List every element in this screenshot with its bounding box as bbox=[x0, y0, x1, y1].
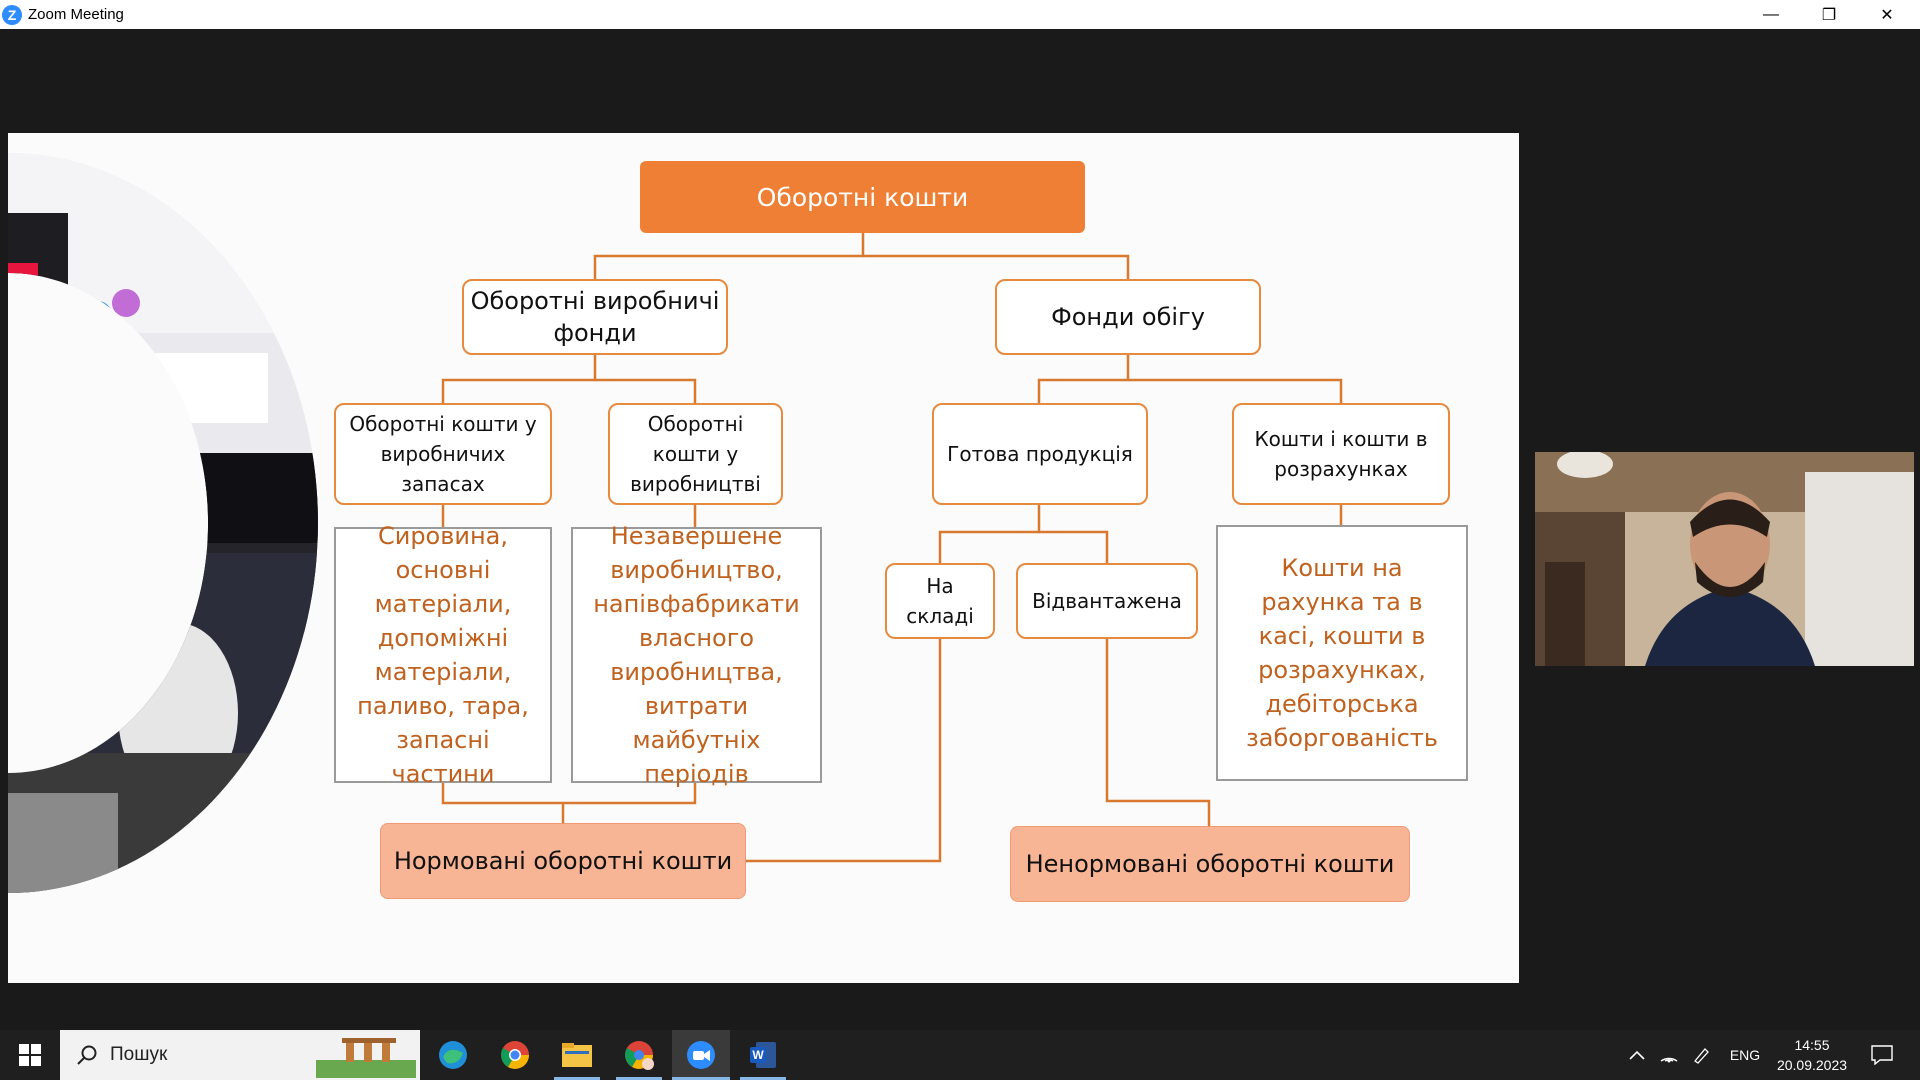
shared-slide: Оборотні кошти Оборотні виробничі фонди … bbox=[8, 133, 1519, 983]
normalized-working-capital: Нормовані оборотні кошти bbox=[380, 823, 746, 899]
chevron-up-icon[interactable] bbox=[1624, 1030, 1650, 1080]
decorative-photo-ring bbox=[8, 153, 318, 893]
svg-text:W: W bbox=[752, 1048, 764, 1062]
minimize-button[interactable]: — bbox=[1763, 5, 1779, 23]
zoom-taskbar-icon[interactable] bbox=[672, 1030, 730, 1080]
meeting-area: Оборотні кошти Оборотні виробничі фонди … bbox=[0, 29, 1920, 1030]
clock-time: 14:55 bbox=[1794, 1037, 1830, 1053]
word-icon[interactable]: W bbox=[740, 1030, 786, 1080]
node-production-stocks: Оборотні кошти у виробничих запасах bbox=[334, 403, 552, 505]
search-placeholder: Пошук bbox=[110, 1044, 168, 1065]
search-highlight-icon bbox=[316, 1038, 416, 1078]
detail-in-production: Незавершене виробництво, напівфабрикати … bbox=[571, 522, 822, 788]
search-icon bbox=[77, 1045, 97, 1065]
running-indicator bbox=[616, 1077, 662, 1080]
restore-button[interactable]: ❐ bbox=[1821, 6, 1837, 24]
clock[interactable]: 14:55 20.09.2023 bbox=[1770, 1030, 1854, 1080]
node-shipped: Відвантажена bbox=[1016, 563, 1198, 639]
diagram-connectors bbox=[441, 233, 1343, 863]
node-in-production: Оборотні кошти у виробництві bbox=[608, 403, 783, 505]
chrome-icon[interactable] bbox=[492, 1030, 538, 1080]
taskbar: Пошук W ENG 14:55 20.09. bbox=[0, 1030, 1920, 1080]
node-in-warehouse: На складі bbox=[885, 563, 995, 639]
edge-icon[interactable] bbox=[430, 1030, 476, 1080]
file-explorer-icon[interactable] bbox=[554, 1030, 600, 1080]
running-indicator bbox=[672, 1077, 730, 1080]
close-button[interactable]: ✕ bbox=[1880, 6, 1894, 24]
window-titlebar: Z Zoom Meeting — ❐ ✕ bbox=[0, 0, 1920, 29]
node-circulation-funds: Фонди обігу bbox=[995, 279, 1261, 355]
pen-icon[interactable] bbox=[1688, 1030, 1714, 1080]
participant-video-frame bbox=[1535, 452, 1914, 666]
diagram-root-node: Оборотні кошти bbox=[640, 161, 1085, 233]
detail-production-stocks: Сировина, основні матеріали, допоміжні м… bbox=[334, 522, 552, 788]
running-indicator bbox=[554, 1077, 600, 1080]
zoom-icon: Z bbox=[2, 4, 22, 25]
clock-date: 20.09.2023 bbox=[1776, 1057, 1848, 1073]
wifi-icon[interactable] bbox=[1656, 1030, 1682, 1080]
chrome-profile-icon[interactable] bbox=[616, 1030, 662, 1080]
node-cash-settlements: Кошти і кошти в розрахунках bbox=[1232, 403, 1450, 505]
taskbar-search-input[interactable]: Пошук bbox=[60, 1030, 420, 1080]
non-normalized-working-capital: Ненормовані оборотні кошти bbox=[1010, 826, 1410, 902]
windows-start-icon[interactable] bbox=[0, 1030, 60, 1080]
notification-icon[interactable] bbox=[1864, 1030, 1900, 1080]
detail-cash-settlements: Кошти на рахунка та в касі, кошти в розр… bbox=[1216, 525, 1468, 781]
window-title: Zoom Meeting bbox=[28, 6, 124, 23]
node-finished-goods: Готова продукція bbox=[932, 403, 1148, 505]
participant-video[interactable] bbox=[1535, 452, 1914, 666]
language-indicator[interactable]: ENG bbox=[1729, 1047, 1761, 1063]
running-indicator bbox=[740, 1077, 786, 1080]
node-production-funds: Оборотні виробничі фонди bbox=[462, 279, 728, 355]
